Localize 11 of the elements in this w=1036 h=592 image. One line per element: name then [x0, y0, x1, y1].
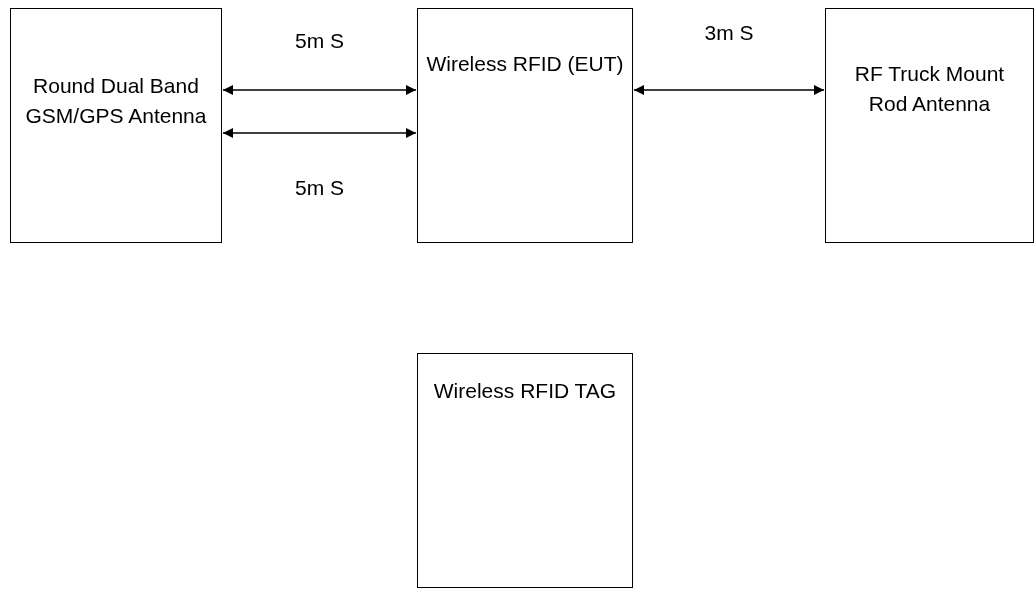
box-label: Wireless RFID (EUT): [426, 51, 624, 77]
block-box: [825, 8, 1034, 243]
block-box: [417, 8, 633, 243]
double-arrow: [222, 85, 417, 95]
double-arrow: [222, 128, 417, 138]
box-label: Wireless RFID TAG: [433, 378, 617, 404]
double-arrow: [633, 85, 825, 95]
block-box: [417, 353, 633, 588]
block-box: [10, 8, 222, 243]
box-label: RF Truck Mount Rod Antenna: [853, 61, 1006, 117]
box-label: Round Dual Band GSM/GPS Antenna: [24, 73, 208, 129]
